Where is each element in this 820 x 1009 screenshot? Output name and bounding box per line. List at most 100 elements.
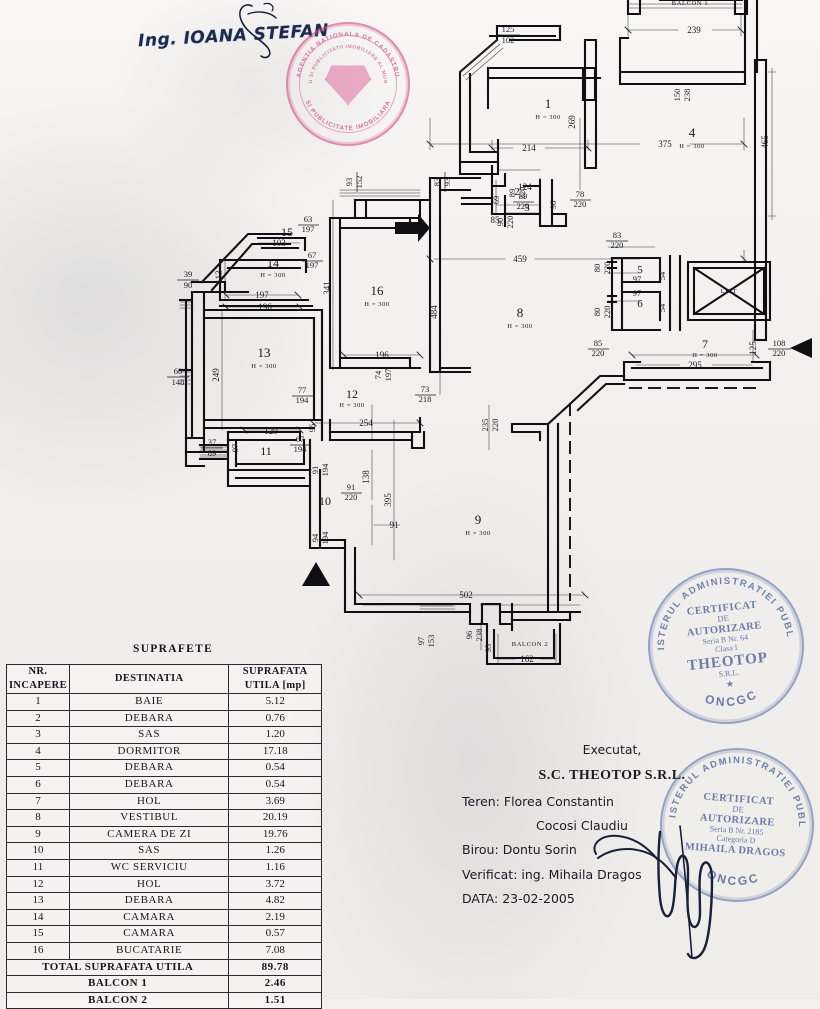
cell-summary-value: 1.51 [228, 991, 322, 1009]
svg-text:97: 97 [416, 637, 426, 646]
svg-text:80: 80 [592, 264, 602, 273]
svg-text:89: 89 [507, 189, 517, 198]
coat-of-arms-icon [325, 65, 371, 105]
cell-destinatia: DEBARA [68, 892, 230, 910]
svg-text:220: 220 [592, 348, 605, 358]
execution-block: Executat, S.C. THEOTOP S.R.L. Teren: Flo… [462, 738, 762, 912]
verificat-row: Verificat: ing. Mihaila Dragos [462, 863, 762, 887]
room-label-13: 13 [258, 345, 271, 360]
verifier-signature [593, 825, 714, 960]
svg-text:91: 91 [310, 466, 320, 475]
cell-suprafata: 3.72 [228, 875, 322, 894]
svg-text:197: 197 [306, 260, 319, 270]
svg-text:102: 102 [502, 35, 515, 45]
svg-text:484: 484 [429, 305, 439, 319]
svg-text:96: 96 [307, 424, 317, 433]
surfaces-table: NR. INCAPERE DESTINATIA SUPRAFATA UTILA … [5, 664, 322, 1009]
teren-name-1: Florea Constantin [503, 793, 614, 809]
cell-suprafata: 19.76 [228, 825, 322, 844]
svg-text:78: 78 [576, 189, 585, 199]
room-label-3: 3 [524, 202, 530, 214]
cell-destinatia: WC SERVICIU [68, 858, 230, 877]
svg-text:94: 94 [310, 533, 320, 542]
svg-text:218: 218 [419, 394, 432, 404]
svg-text:220: 220 [773, 348, 786, 358]
cell-nr: 8 [6, 809, 70, 827]
cell-destinatia: CAMARA [68, 925, 230, 943]
cell-destinatia: BUCATARIE [68, 941, 230, 960]
verificat-label: Verificat: [462, 866, 518, 882]
room-label-4: 4 [689, 125, 696, 140]
svg-text:220: 220 [602, 262, 612, 275]
svg-text:197: 197 [383, 369, 393, 382]
teren-label: Teren: [462, 793, 500, 809]
room-label-8: 8 [517, 305, 524, 320]
cell-nr: 11 [6, 858, 70, 877]
svg-text:220: 220 [611, 240, 624, 250]
data-row: DATA: 23-02-2005 [462, 887, 762, 911]
svg-text:197: 197 [302, 224, 315, 234]
cell-nr: 16 [6, 941, 70, 960]
svg-text:H = 300: H = 300 [535, 114, 561, 121]
svg-text:196: 196 [258, 302, 272, 312]
header-nr-line2: INCAPERE [8, 680, 67, 691]
svg-text:97: 97 [633, 288, 642, 298]
birou-name: Dontu Sorin [502, 842, 577, 858]
svg-text:67: 67 [308, 250, 317, 260]
cell-nr: 3 [6, 726, 70, 744]
svg-text:238: 238 [474, 629, 484, 642]
svg-text:220: 220 [345, 492, 358, 502]
teren-row: Teren: Florea Constantin [462, 790, 762, 814]
cell-summary-value: 2.46 [228, 975, 322, 993]
svg-text:93: 93 [344, 178, 354, 187]
data-label: DATA: [462, 891, 499, 907]
svg-text:73: 73 [421, 384, 430, 394]
cell-nr: 4 [6, 742, 70, 761]
svg-text:H = 300: H = 300 [260, 272, 286, 279]
svg-text:152: 152 [354, 176, 364, 189]
balcony-2-label: BALCON 2 [512, 641, 548, 648]
svg-text:97: 97 [633, 274, 642, 284]
data-value: 23-02-2005 [502, 891, 575, 907]
svg-text:269: 269 [567, 115, 577, 129]
cell-summary-label: BALCON 1 [5, 975, 230, 993]
table-header-row: NR. INCAPERE DESTINATIA SUPRAFATA UTILA … [6, 664, 322, 694]
svg-text:194: 194 [320, 531, 330, 545]
svg-text:89: 89 [208, 448, 217, 458]
svg-text:194: 194 [296, 395, 310, 405]
cell-suprafata: 7.08 [228, 941, 322, 960]
svg-text:150: 150 [672, 89, 682, 102]
cell-destinatia: DEBARA [68, 709, 230, 728]
svg-text:375: 375 [658, 139, 672, 149]
svg-text:80: 80 [592, 308, 602, 317]
cell-suprafata: 1.20 [228, 726, 322, 744]
svg-text:H = 300: H = 300 [465, 530, 491, 537]
company-name: S.C. THEOTOP S.R.L. [538, 768, 686, 784]
svg-text:74: 74 [373, 370, 383, 379]
svg-text:96: 96 [548, 201, 558, 210]
svg-text:83: 83 [613, 230, 622, 240]
svg-text:220: 220 [490, 419, 500, 432]
svg-text:148: 148 [172, 377, 185, 387]
cell-nr: 13 [6, 892, 70, 910]
cell-nr: 1 [6, 693, 70, 711]
cell-nr: 9 [6, 825, 70, 844]
cell-suprafata: 0.57 [228, 925, 322, 943]
cell-destinatia: SAS [68, 842, 230, 860]
room-label-9: 9 [475, 512, 482, 527]
svg-text:93: 93 [442, 178, 452, 187]
teren-name-2: Cocosi Claudiu [536, 818, 628, 834]
cell-suprafata: 0.54 [228, 775, 322, 794]
